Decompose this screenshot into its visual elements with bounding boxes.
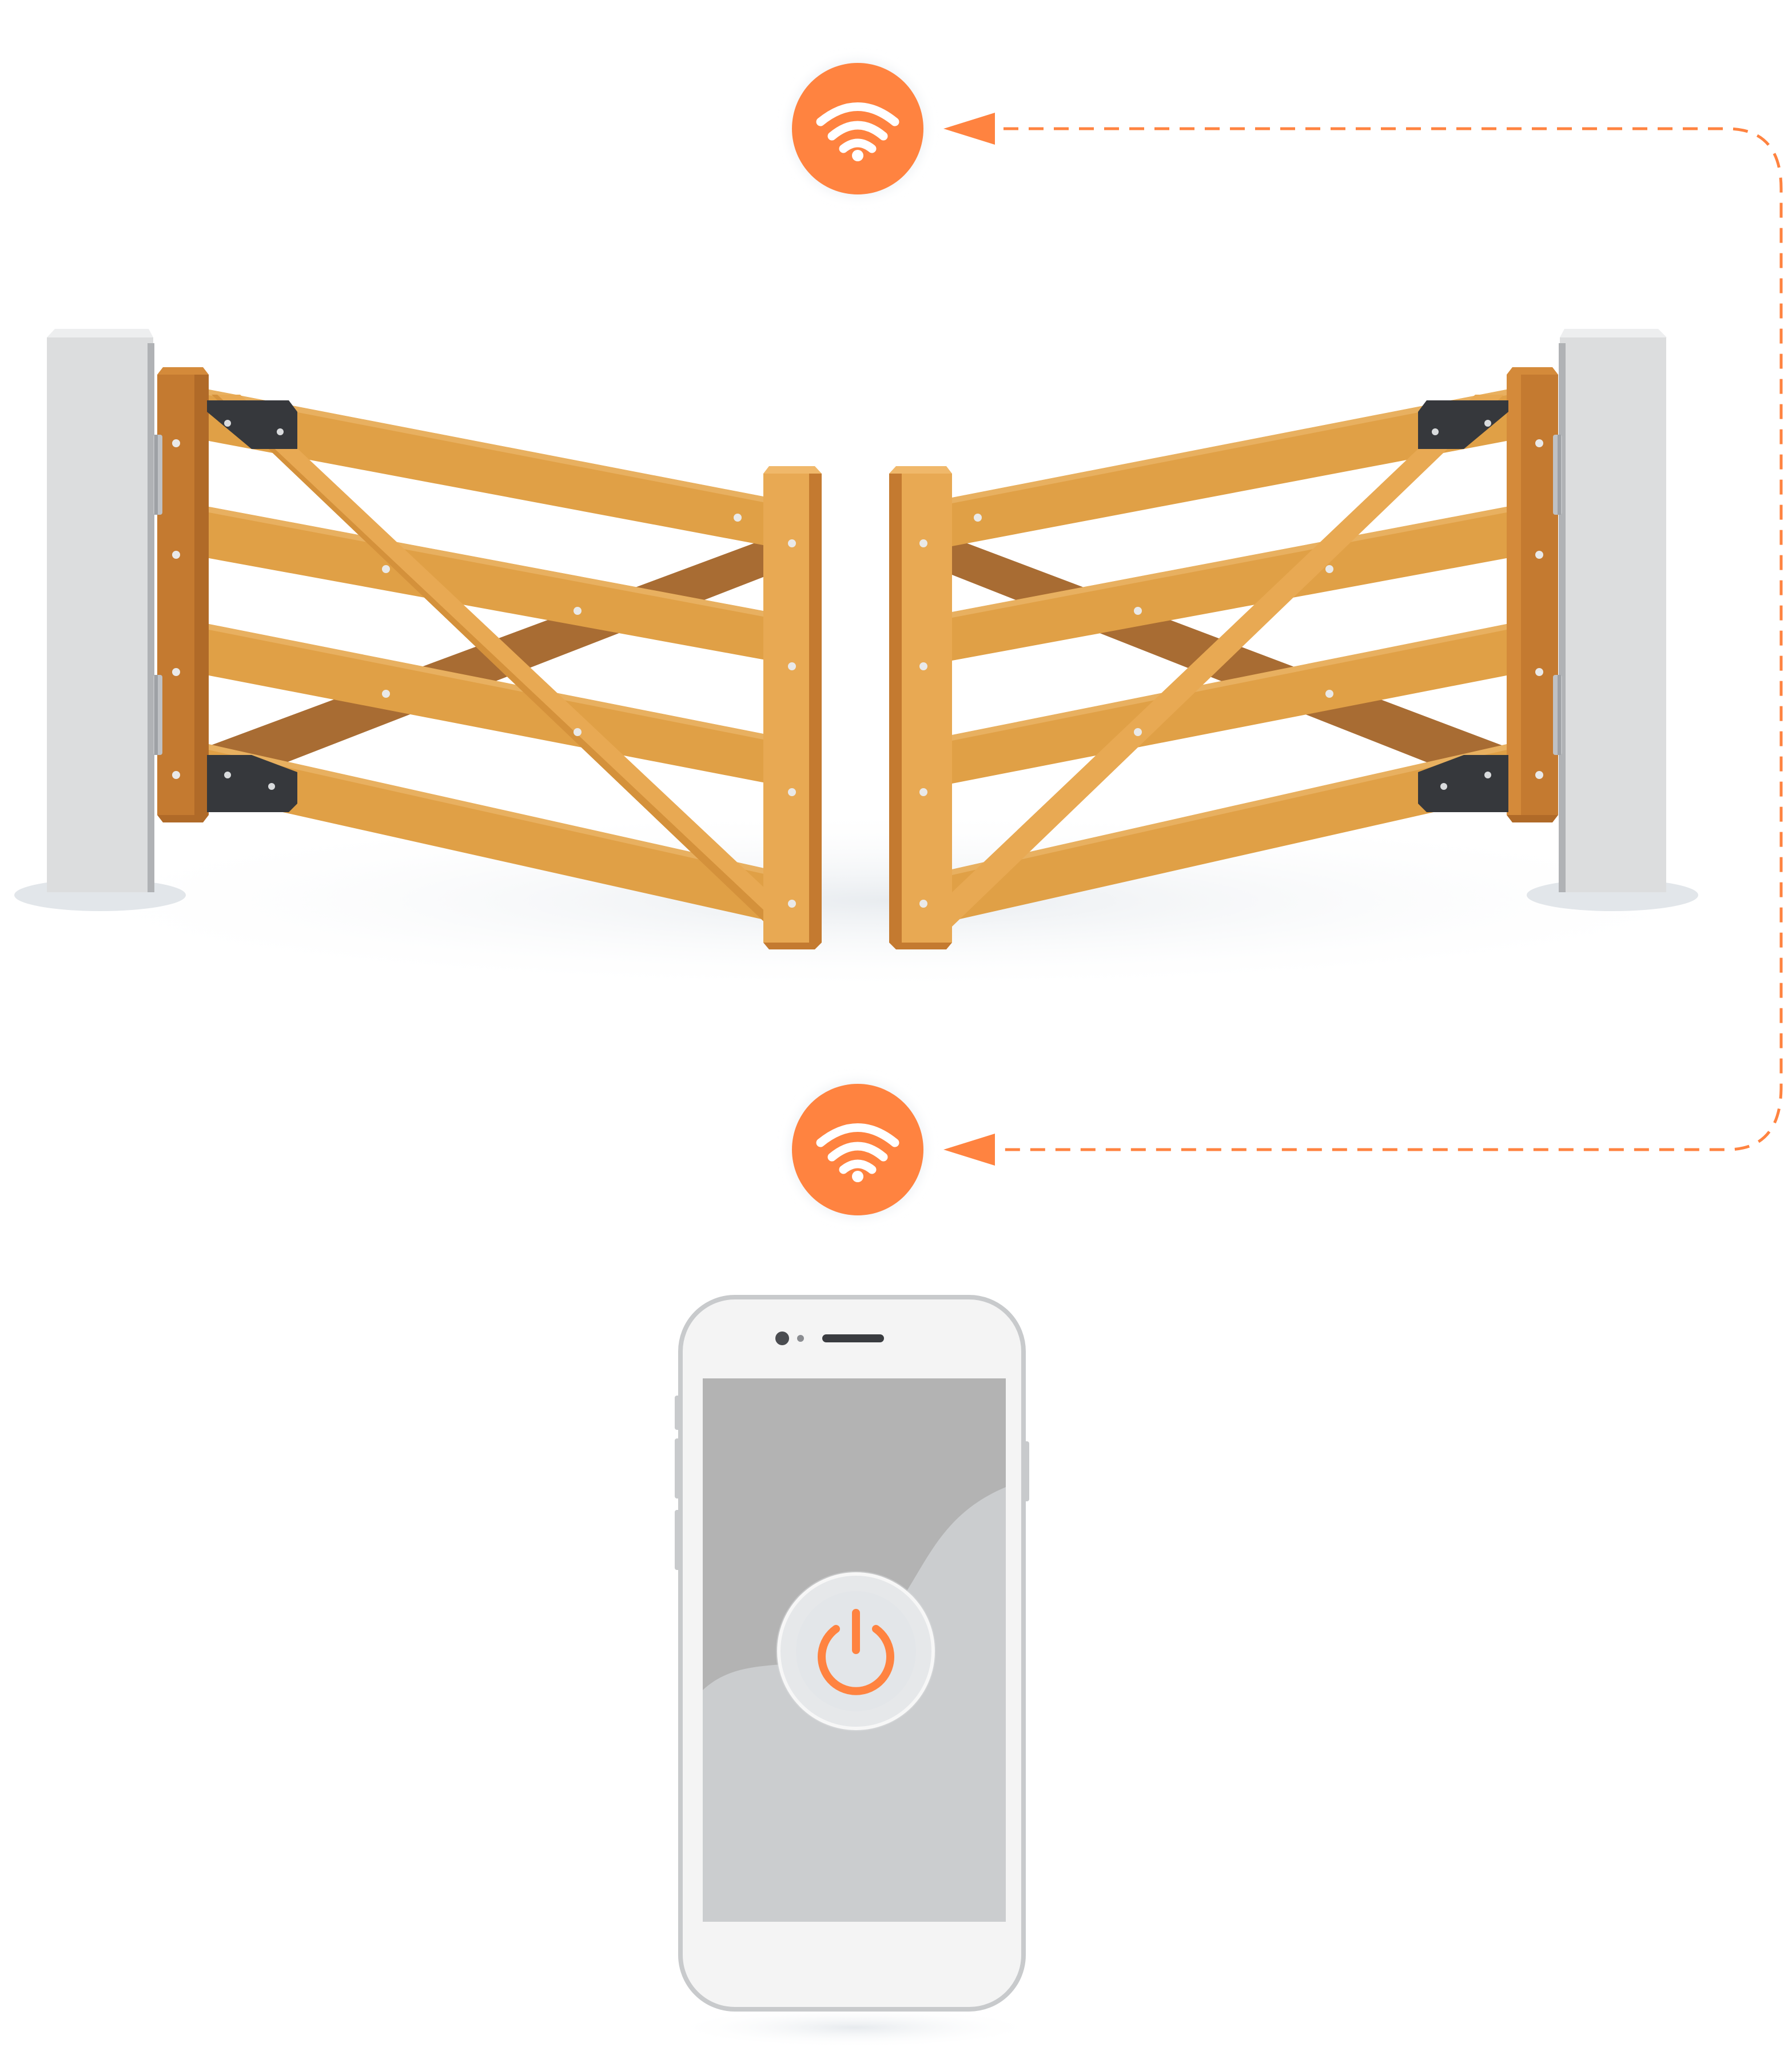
signal-connection-line: [1003, 127, 1783, 1151]
gate-right-leaf: [889, 329, 1698, 949]
phone-speaker: [822, 1334, 884, 1342]
arrowhead-icon-top: [943, 113, 995, 145]
gate-right-hinge-stile: [1507, 367, 1558, 822]
wifi-icon: [816, 1123, 899, 1174]
gate-post-right: [1527, 329, 1698, 911]
gate-right-latch-stile: [889, 466, 952, 949]
gate-post-left: [14, 329, 186, 911]
arrowhead-icon-bottom: [943, 1134, 995, 1166]
gate-left-bracket-top: [207, 400, 297, 449]
gate-left-hinge-stile: [157, 367, 209, 822]
gate-left-bolts: [172, 439, 796, 908]
gate-left-latch-stile: [763, 466, 822, 949]
power-button[interactable]: [776, 1571, 936, 1731]
gate-left-leaf: [14, 329, 822, 949]
gate-left-hinges: [153, 435, 162, 755]
power-icon: [818, 1609, 894, 1695]
smartphone: [672, 1295, 1038, 2048]
gate-right-rails: [952, 389, 1510, 921]
phone-sensor: [797, 1335, 804, 1342]
gate-left-rails: [206, 389, 769, 921]
phone-camera: [775, 1331, 789, 1345]
gate-right-bracket-bottom: [1418, 755, 1508, 812]
gate-left-bracket-bottom: [207, 755, 297, 812]
gate-right-front-brace: [952, 395, 1504, 927]
gate-right-bolts: [919, 439, 1543, 908]
wifi-badge-gate-receiver: [790, 61, 925, 196]
gate-right-hinges: [1553, 435, 1562, 755]
gate-right-bracket-top: [1418, 400, 1508, 449]
wifi-icon: [816, 102, 899, 153]
wifi-badge-phone-transmitter: [790, 1082, 925, 1217]
